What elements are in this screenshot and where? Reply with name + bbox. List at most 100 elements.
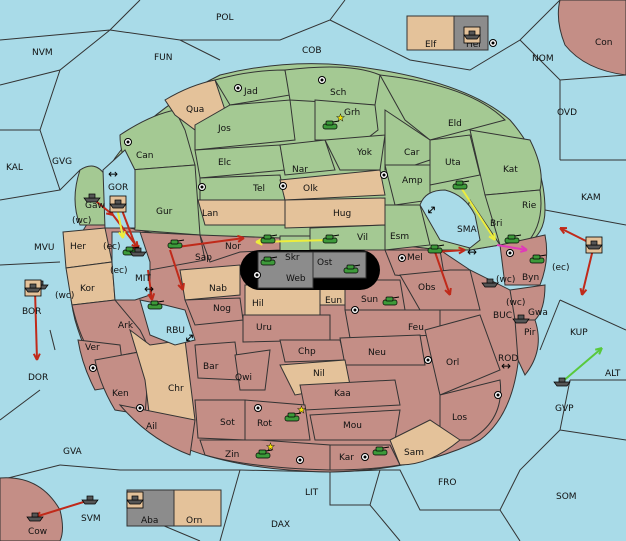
coast-label: (ec) xyxy=(552,263,570,273)
province-neu xyxy=(339,334,426,366)
star-icon: ★ xyxy=(297,405,306,416)
label-can: Can xyxy=(136,151,154,161)
sea-label-cow: Cow xyxy=(28,527,47,537)
province-nar xyxy=(279,139,336,176)
army-unit-icon xyxy=(427,244,445,254)
label-hel: Hel xyxy=(466,40,481,50)
supply-center xyxy=(489,39,497,47)
label-amp: Amp xyxy=(402,176,423,186)
army-unit-icon xyxy=(529,254,547,264)
sea-label-mvu: MVU xyxy=(34,243,55,253)
province-olk xyxy=(279,169,386,201)
label-kat: Kat xyxy=(503,165,518,175)
label-nab: Nab xyxy=(209,284,227,294)
star-icon: ★ xyxy=(336,113,345,124)
sea-label-cob: COB xyxy=(302,46,322,56)
sea-label-bor: BOR xyxy=(22,307,41,317)
double-arrow-icon: ↔ xyxy=(501,359,511,373)
label-tel: Tel xyxy=(252,184,265,194)
supply-center xyxy=(506,249,514,257)
label-gwa: Gwa xyxy=(528,308,548,318)
sea-label-nom: NOM xyxy=(532,54,554,64)
label-ark: Ark xyxy=(118,321,134,331)
label-web: Web xyxy=(286,274,306,284)
label-grh: Grh xyxy=(344,108,360,118)
fleet-unit-icon xyxy=(109,199,127,209)
sea-label-pol: POL xyxy=(216,13,234,23)
label-neu: Neu xyxy=(368,348,386,358)
label-obs: Obs xyxy=(418,283,436,293)
label-elc: Elc xyxy=(218,158,231,168)
province-grh xyxy=(314,99,379,141)
support-hold-arrow-head xyxy=(594,347,603,355)
province-labels: Jad Sch Jos Grh Eld Can Elc Nar Yok Car … xyxy=(70,40,548,526)
convoy-order-arrow xyxy=(496,244,528,251)
label-olk: Olk xyxy=(303,184,319,194)
sea-label-svm: SVM xyxy=(81,514,101,524)
label-kaa: Kaa xyxy=(334,389,351,399)
label-mel: Mel xyxy=(407,253,423,263)
label-esm: Esm xyxy=(390,232,409,242)
sea-label-rod: ROD xyxy=(498,354,518,364)
supply-center xyxy=(89,364,97,372)
label-bri: Bri xyxy=(490,219,502,229)
sea-label-kup: KUP xyxy=(570,328,588,338)
label-skr: Skr xyxy=(285,253,300,263)
supply-center xyxy=(361,453,369,461)
army-unit-icon xyxy=(452,180,470,190)
label-gur: Gur xyxy=(156,207,173,217)
army-unit-icon xyxy=(260,256,278,266)
label-nor: Nor xyxy=(225,242,241,252)
label-qwi: Qwi xyxy=(235,373,252,383)
label-ail: Ail xyxy=(146,422,157,432)
sea-label-dax: DAX xyxy=(271,520,290,530)
move-order-arrow xyxy=(34,289,38,361)
move-order-arrow-head xyxy=(559,227,568,235)
army-unit-icon xyxy=(255,449,273,459)
label-sun: Sun xyxy=(361,295,378,305)
supply-center xyxy=(253,271,261,279)
fleet-unit-icon xyxy=(126,495,144,505)
move-order-arrow xyxy=(434,251,451,296)
label-zin: Zin xyxy=(225,450,239,460)
army-unit-icon xyxy=(322,234,340,244)
sea-labels: POL NVM FUN COB NOM Con OVD KAL GVG KAM … xyxy=(6,13,621,537)
label-yok: Yok xyxy=(356,148,373,158)
province-orl xyxy=(424,314,501,396)
label-qua: Qua xyxy=(186,105,204,115)
supply-center xyxy=(136,404,144,412)
sea-label-rbu: RBU xyxy=(166,326,185,336)
star-icon: ★ xyxy=(266,442,275,453)
sea-label-gor: GOR xyxy=(108,183,128,193)
sea-label-som: SOM xyxy=(556,492,577,502)
province-sch xyxy=(284,66,381,106)
label-ken: Ken xyxy=(112,389,129,399)
sea-sma xyxy=(419,189,481,249)
sea-label-buc: BUC xyxy=(493,311,512,321)
sea-label-mit: MIT xyxy=(135,274,151,284)
province-jos xyxy=(194,99,296,151)
label-gaw: Gaw xyxy=(85,201,105,211)
army-unit-icon xyxy=(284,412,302,422)
sea-label-gvp: GVP xyxy=(555,404,574,414)
label-kor: Kor xyxy=(80,284,95,294)
fleet-unit-icon xyxy=(553,377,571,387)
fleet-unit-icon xyxy=(481,278,499,288)
province-esm xyxy=(384,204,431,251)
label-nog: Nog xyxy=(213,304,231,314)
province-eld xyxy=(379,74,506,141)
supply-center xyxy=(254,404,262,412)
label-sam: Sam xyxy=(404,448,424,458)
move-order-arrow-head xyxy=(444,287,452,296)
label-ver: Ver xyxy=(85,343,100,353)
fleet-unit-icon xyxy=(24,283,42,293)
fleet-unit-icon xyxy=(83,193,101,203)
label-mou: Mou xyxy=(343,421,362,431)
supply-center xyxy=(380,171,388,179)
coast-label: (wc) xyxy=(55,291,74,301)
army-unit-icon xyxy=(322,120,340,130)
province-ail xyxy=(118,404,196,456)
move-order-arrow xyxy=(147,269,153,301)
move-order-arrow-head xyxy=(458,246,466,255)
